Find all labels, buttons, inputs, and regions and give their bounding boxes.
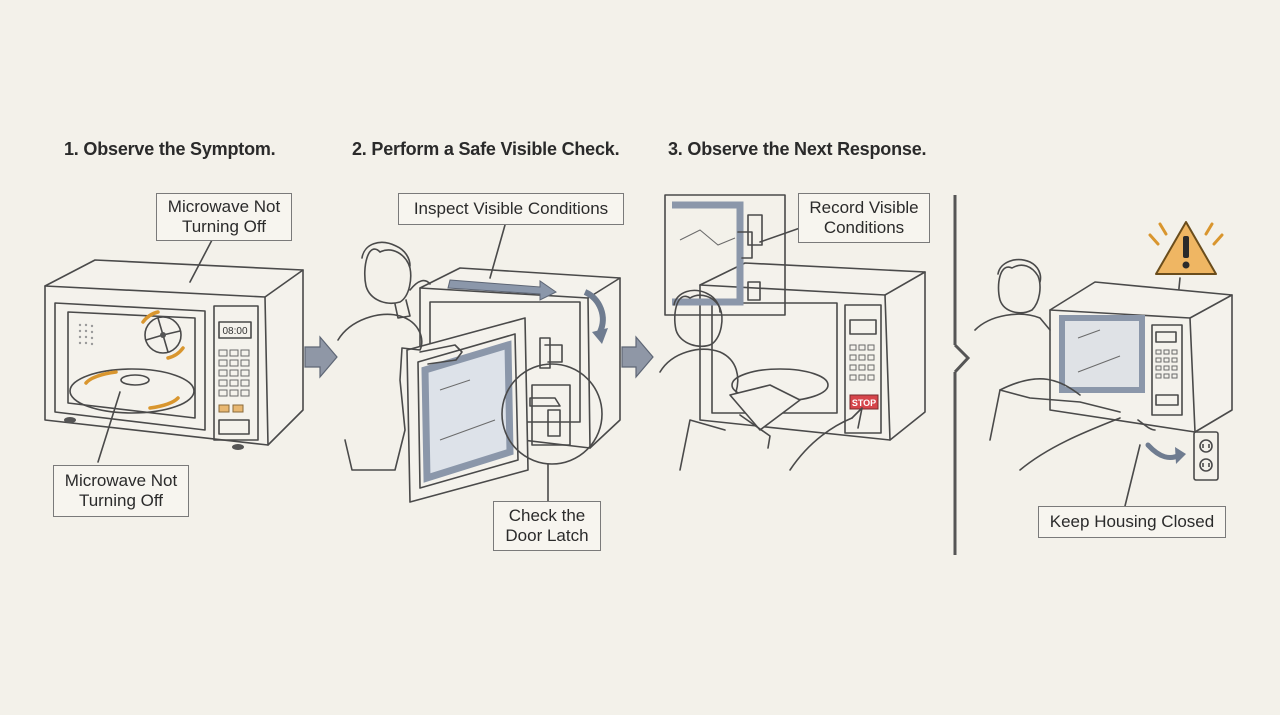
unplug-panel	[974, 221, 1233, 507]
door-check-panel	[337, 224, 621, 503]
wall-outlet-icon	[1193, 431, 1219, 481]
rotation-arrows-icon	[141, 310, 160, 324]
callout-inspect-visible-conditions: Inspect Visible Conditions	[398, 193, 624, 225]
step-title-2: 2. Perform a Safe Visible Check.	[352, 139, 620, 159]
callout-not-turning-off-top: Microwave Not Turning Off	[156, 193, 292, 241]
callout-keep-housing-closed: Keep Housing Closed	[1038, 506, 1226, 538]
latch-inset	[664, 194, 786, 316]
latch-magnifier	[501, 363, 603, 465]
callout-record-visible-conditions: Record Visible Conditions	[798, 193, 930, 243]
clock-display: 08:00	[222, 326, 247, 337]
callout-not-turning-off-bottom: Microwave Not Turning Off	[53, 465, 189, 517]
microwave-panel-1: 08:00	[44, 239, 304, 463]
warning-triangle-icon	[1148, 221, 1224, 275]
step-title-1: 1. Observe the Symptom.	[64, 139, 276, 159]
fan-icon	[144, 316, 182, 354]
callout-check-door-latch: Check the Door Latch	[493, 501, 601, 551]
right-arrow-icon	[304, 335, 338, 379]
step-title-3: 3. Observe the Next Response.	[668, 139, 927, 159]
stop-button	[849, 394, 879, 410]
stop-label: STOP	[852, 398, 876, 408]
record-panel: STOP	[659, 194, 926, 471]
